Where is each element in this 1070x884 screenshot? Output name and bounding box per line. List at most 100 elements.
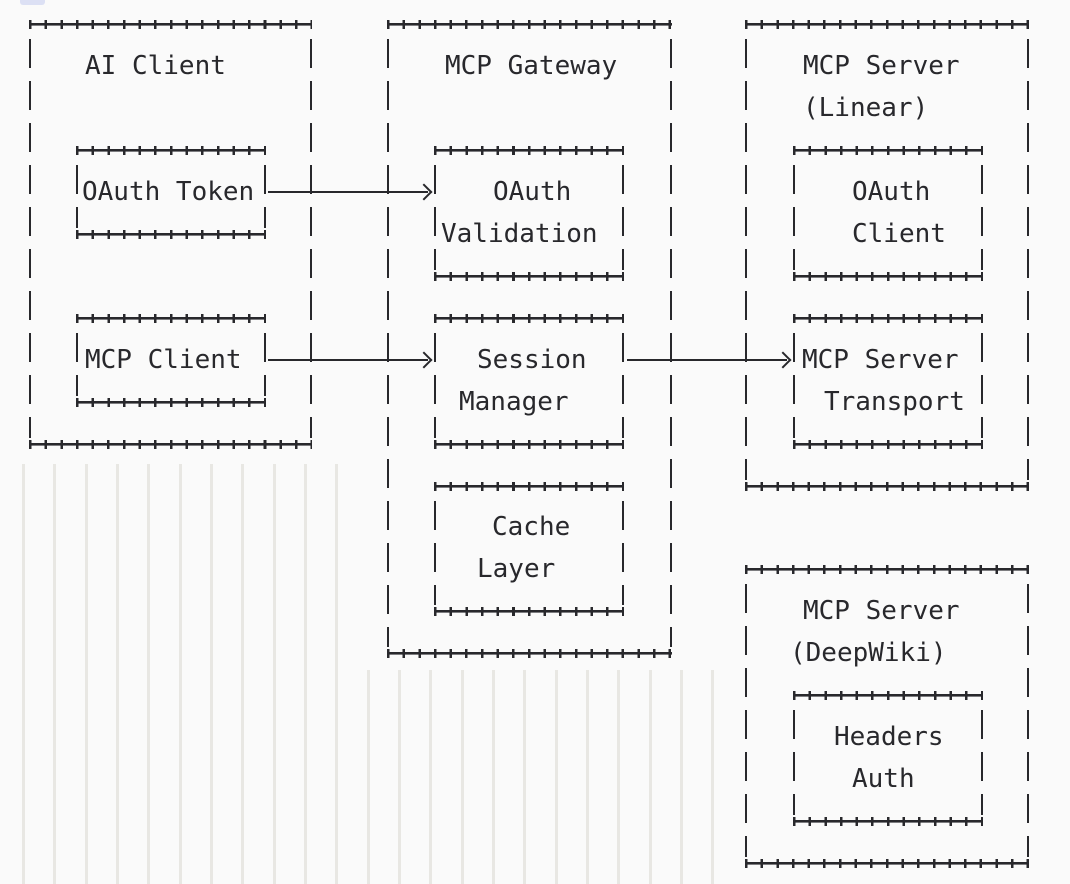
arrow-session-manager-to-mcp-transport bbox=[627, 351, 792, 369]
oauth-validation-box bbox=[433, 145, 625, 281]
border-top bbox=[434, 145, 624, 155]
border-left bbox=[28, 26, 32, 438]
mcp-client-label: MCP Client bbox=[85, 345, 242, 375]
border-right bbox=[669, 26, 673, 647]
headers-auth-box bbox=[792, 690, 984, 826]
ai-client-box bbox=[28, 19, 313, 449]
border-right bbox=[621, 152, 625, 270]
border-top bbox=[434, 313, 624, 323]
mcp-client-box bbox=[75, 313, 267, 407]
background-stripe bbox=[554, 670, 558, 884]
border-bottom bbox=[434, 606, 624, 616]
arrow-mcp-client-to-session-manager bbox=[268, 351, 433, 369]
border-bottom bbox=[387, 648, 672, 658]
oauth-token-box bbox=[75, 145, 267, 239]
border-bottom bbox=[29, 439, 312, 449]
background-stripe bbox=[115, 464, 119, 884]
border-right bbox=[980, 152, 984, 270]
mcp-server-transport-box bbox=[792, 313, 984, 449]
background-stripe bbox=[523, 670, 527, 884]
border-top bbox=[793, 690, 983, 700]
border-left bbox=[433, 488, 437, 605]
border-left bbox=[792, 320, 796, 438]
border-top bbox=[434, 481, 624, 491]
border-left bbox=[75, 152, 79, 228]
background-stripe bbox=[272, 464, 276, 884]
headers-auth-line2: Auth bbox=[852, 764, 915, 794]
border-bottom bbox=[434, 271, 624, 281]
background-stripe bbox=[460, 670, 464, 884]
mcp-server-linear-line1: MCP Server bbox=[803, 51, 960, 81]
background-stripe bbox=[147, 464, 151, 884]
mcp-server-transport-line1: MCP Server bbox=[802, 345, 959, 375]
session-manager-line2: Manager bbox=[459, 387, 569, 417]
border-right bbox=[263, 320, 267, 396]
background-stripe bbox=[491, 670, 495, 884]
mcp-server-deepwiki-box bbox=[744, 564, 1030, 868]
mcp-server-deepwiki-line2: (DeepWiki) bbox=[790, 638, 947, 668]
cache-layer-line2: Layer bbox=[477, 554, 556, 584]
border-bottom bbox=[434, 439, 624, 449]
border-right bbox=[980, 697, 984, 815]
background-stripe bbox=[648, 670, 652, 884]
oauth-client-box bbox=[792, 145, 984, 281]
border-right bbox=[1026, 571, 1030, 857]
background-stripe bbox=[178, 464, 182, 884]
border-bottom bbox=[793, 271, 983, 281]
background-stripe bbox=[84, 464, 88, 884]
border-top bbox=[76, 145, 266, 155]
border-right bbox=[621, 320, 625, 438]
border-right bbox=[263, 152, 267, 228]
background-stripe bbox=[679, 670, 683, 884]
border-left bbox=[386, 26, 390, 647]
oauth-client-line2: Client bbox=[852, 219, 946, 249]
session-manager-line1: Session bbox=[477, 345, 587, 375]
border-left bbox=[744, 26, 748, 480]
background-stripe bbox=[711, 670, 715, 884]
background-stripe bbox=[53, 464, 57, 884]
mcp-server-linear-line2: (Linear) bbox=[803, 93, 929, 123]
border-right bbox=[309, 26, 313, 438]
border-left bbox=[433, 320, 437, 438]
border-right bbox=[621, 488, 625, 605]
background-stripe bbox=[397, 670, 401, 884]
background-stripe bbox=[241, 464, 245, 884]
background-stripe bbox=[335, 464, 339, 884]
arrow-oauth-token-to-oauth-validation bbox=[268, 183, 433, 201]
oauth-client-line1: OAuth bbox=[852, 177, 931, 207]
border-left bbox=[792, 697, 796, 815]
border-top bbox=[29, 19, 312, 29]
border-bottom bbox=[745, 481, 1029, 491]
border-right bbox=[1026, 26, 1030, 480]
oauth-validation-line1: OAuth bbox=[493, 177, 572, 207]
background-stripe bbox=[585, 670, 589, 884]
oauth-validation-line2: Validation bbox=[441, 219, 598, 249]
border-top bbox=[387, 19, 672, 29]
background-stripe bbox=[303, 464, 307, 884]
background-stripe bbox=[429, 670, 433, 884]
mcp-gateway-title: MCP Gateway bbox=[445, 51, 618, 81]
border-bottom bbox=[745, 858, 1029, 868]
border-right bbox=[980, 320, 984, 438]
cache-layer-box bbox=[433, 481, 625, 616]
oauth-token-label: OAuth Token bbox=[82, 177, 255, 207]
border-left bbox=[792, 152, 796, 270]
border-top bbox=[793, 313, 983, 323]
border-top bbox=[745, 19, 1029, 29]
border-top bbox=[793, 145, 983, 155]
top-edge-chip bbox=[20, 0, 45, 5]
border-left bbox=[433, 152, 437, 270]
border-top bbox=[745, 564, 1029, 574]
ai-client-title: AI Client bbox=[85, 51, 226, 81]
border-bottom bbox=[76, 229, 266, 239]
background-stripe bbox=[366, 670, 370, 884]
border-bottom bbox=[793, 816, 983, 826]
mcp-server-transport-line2: Transport bbox=[824, 387, 965, 417]
cache-layer-line1: Cache bbox=[492, 512, 571, 542]
session-manager-box bbox=[433, 313, 625, 449]
border-left bbox=[744, 571, 748, 857]
background-stripe bbox=[209, 464, 213, 884]
border-top bbox=[76, 313, 266, 323]
background-stripe bbox=[22, 464, 25, 884]
